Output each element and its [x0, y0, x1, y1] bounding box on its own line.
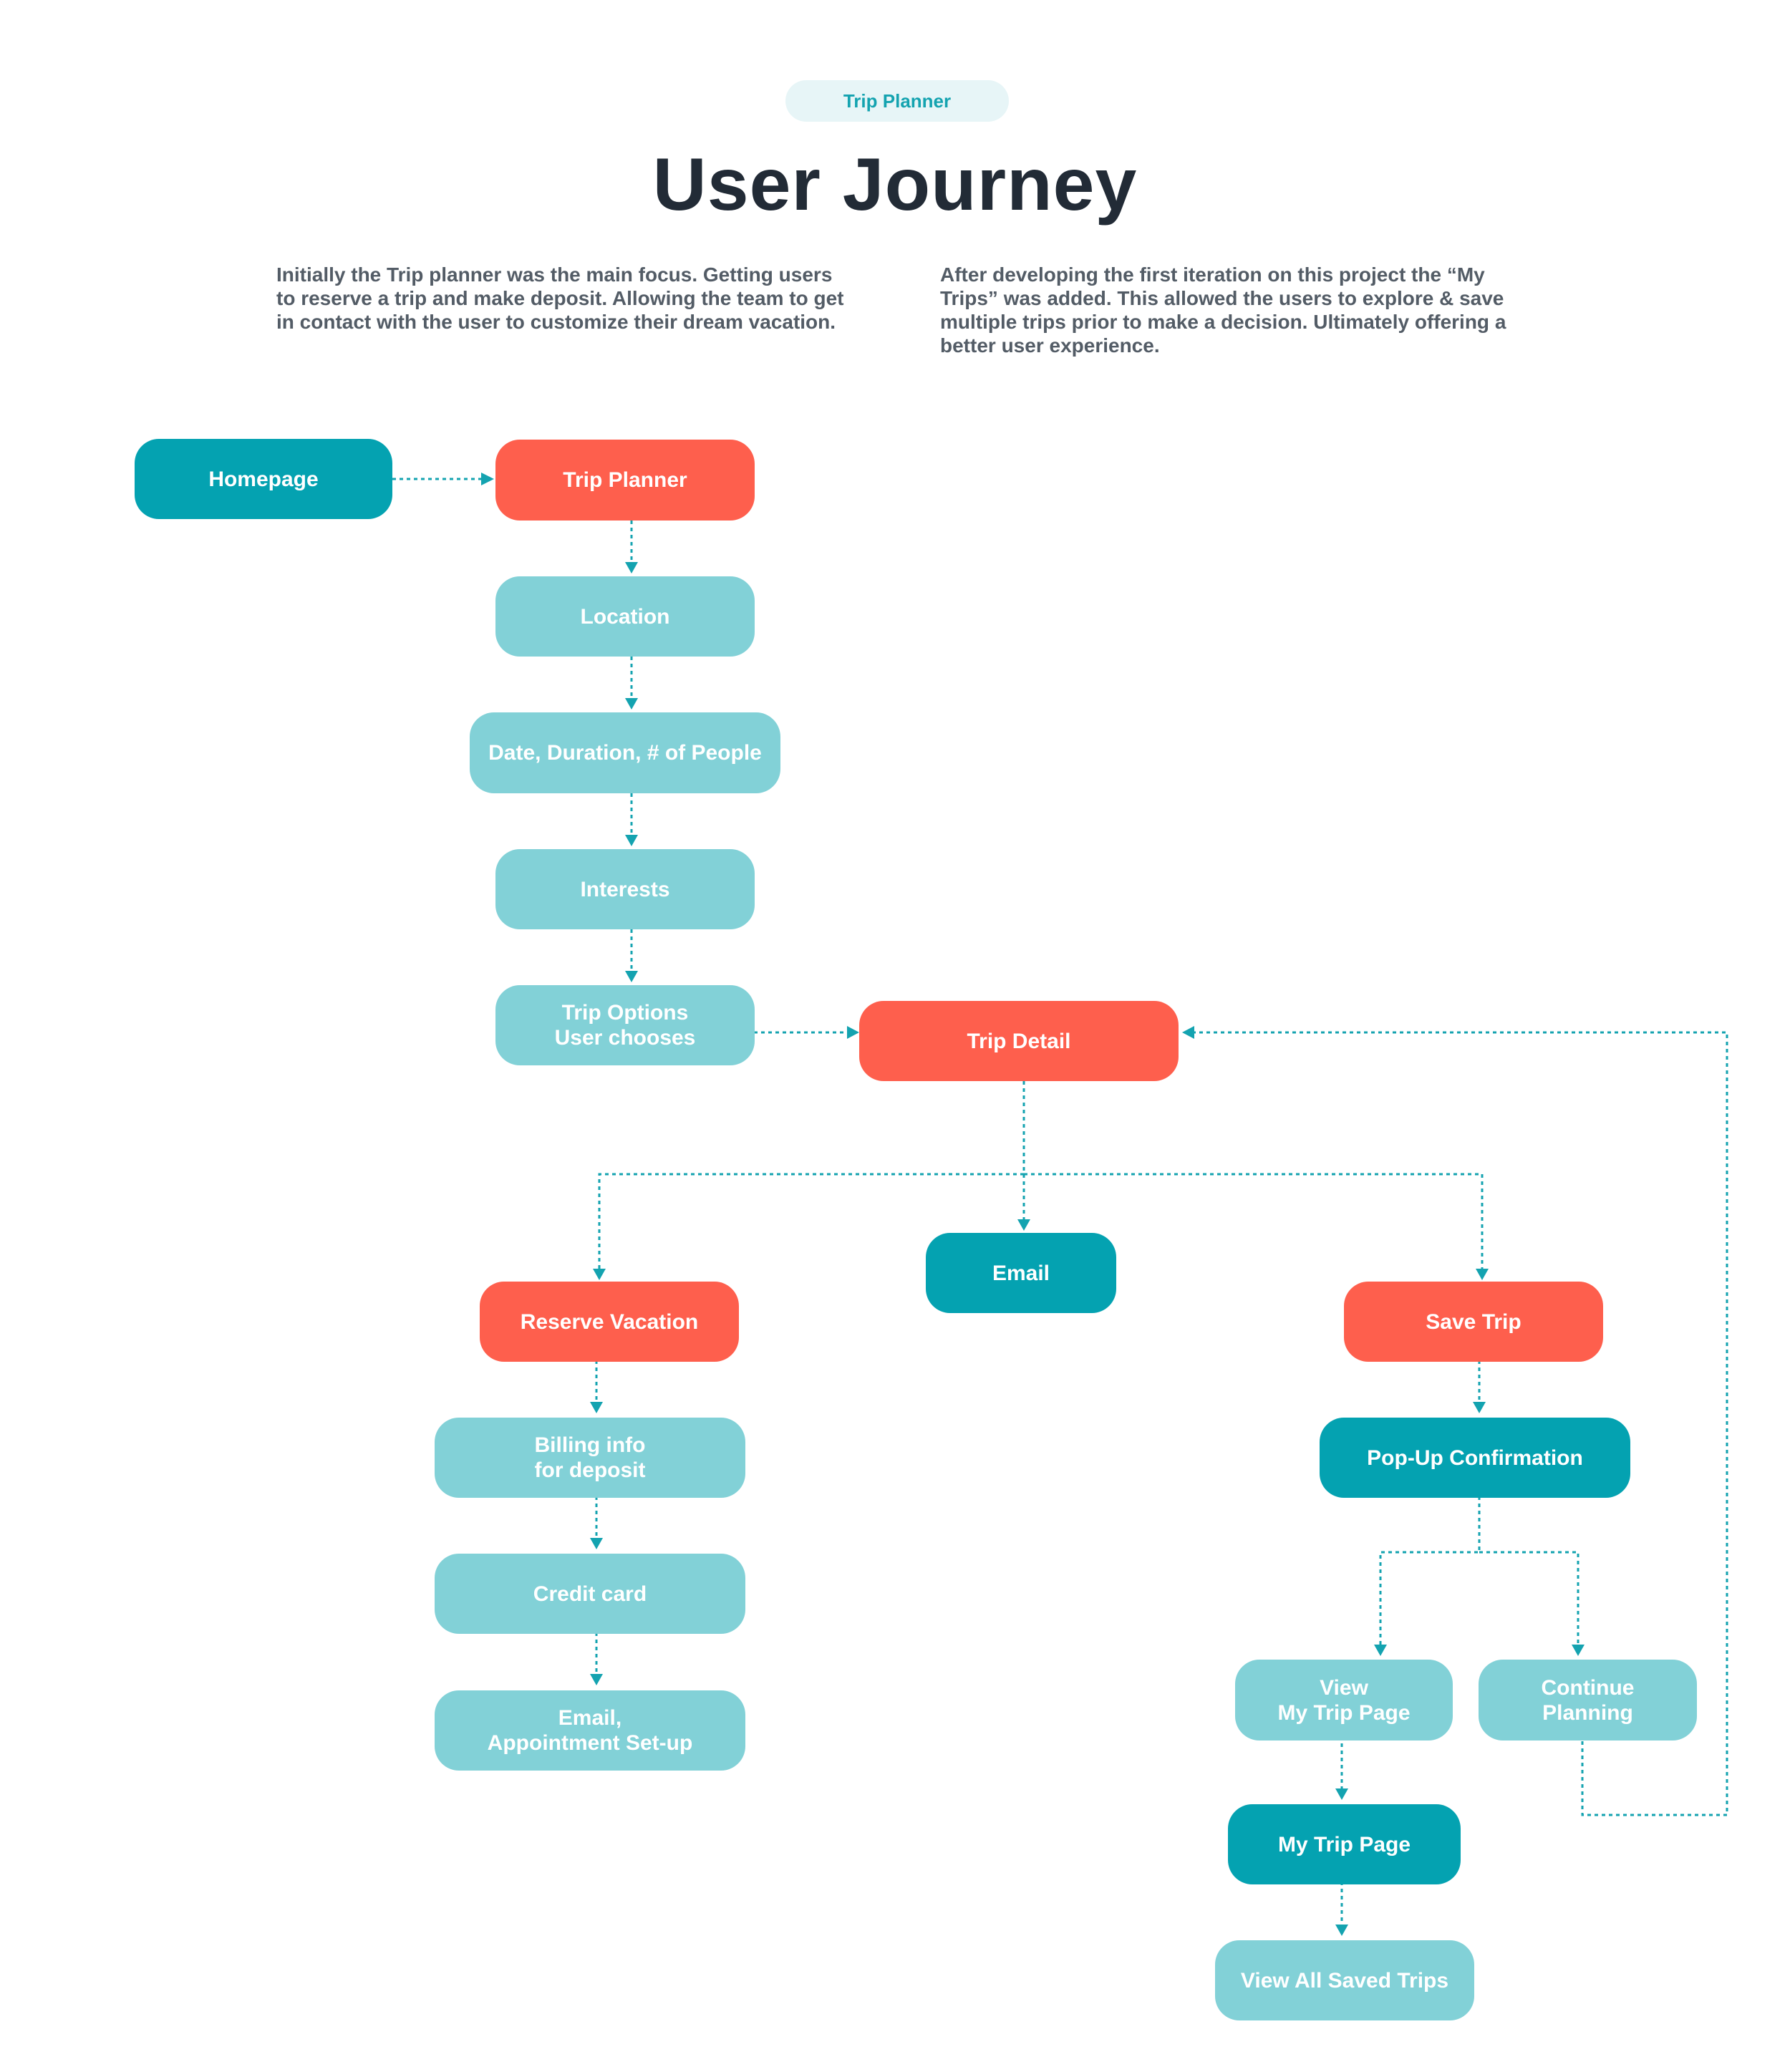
connector-branch-reserve [598, 1173, 1024, 1269]
node-view-all-saved-trips: View All Saved Trips [1215, 1940, 1474, 2020]
node-continue-planning: Continue Planning [1479, 1660, 1697, 1741]
node-date-duration-people: Date, Duration, # of People [470, 712, 780, 793]
connector-continue-loop-trip-detail [1194, 1031, 1728, 1816]
arrowhead-email-appointment [590, 1674, 603, 1685]
node-homepage: Homepage [135, 439, 392, 519]
connector-popup-continue [1479, 1551, 1579, 1645]
arrowhead-my-trip-page [1335, 1788, 1348, 1800]
arrowhead-location [625, 562, 638, 573]
intro-text-right: After developing the first iteration on … [940, 263, 1506, 357]
node-popup-confirmation: Pop-Up Confirmation [1320, 1418, 1630, 1498]
arrowhead-trip-detail-right [1182, 1026, 1194, 1039]
arrowhead-interests [625, 835, 638, 846]
node-interests: Interests [495, 849, 755, 929]
arrowhead-continue [1572, 1645, 1585, 1656]
arrowhead-trip-detail-left [847, 1026, 859, 1039]
trip-planner-tag: Trip Planner [785, 80, 1009, 122]
arrowhead-trip-options [625, 971, 638, 982]
node-trip-detail: Trip Detail [859, 1001, 1179, 1081]
arrowhead-view-my-trip [1374, 1645, 1387, 1656]
node-reserve-vacation: Reserve Vacation [480, 1282, 739, 1362]
node-trip-planner: Trip Planner [495, 440, 755, 521]
arrowhead-save [1476, 1269, 1489, 1280]
node-trip-options: Trip Options User chooses [495, 985, 755, 1065]
page-title: User Journey [652, 143, 1138, 226]
connector-branch-save [1024, 1173, 1484, 1269]
node-save-trip: Save Trip [1344, 1282, 1603, 1362]
arrowhead-saved-trips [1335, 1925, 1348, 1936]
arrowhead-popup [1473, 1402, 1486, 1413]
arrowhead-date [625, 698, 638, 710]
arrowhead-credit [590, 1538, 603, 1549]
node-billing-info: Billing info for deposit [435, 1418, 745, 1498]
node-view-my-trip-page: View My Trip Page [1235, 1660, 1453, 1741]
arrowhead-reserve [593, 1269, 606, 1280]
node-credit-card: Credit card [435, 1554, 745, 1634]
node-email-appointment: Email, Appointment Set-up [435, 1690, 745, 1771]
connector-popup-view-my-trip [1379, 1496, 1481, 1645]
node-email: Email [926, 1233, 1116, 1313]
intro-text-left: Initially the Trip planner was the main … [276, 263, 844, 333]
arrowhead-trip-planner [481, 473, 494, 485]
node-my-trip-page: My Trip Page [1228, 1804, 1461, 1884]
arrowhead-email [1017, 1219, 1030, 1231]
arrowhead-billing [590, 1402, 603, 1413]
node-location: Location [495, 576, 755, 657]
